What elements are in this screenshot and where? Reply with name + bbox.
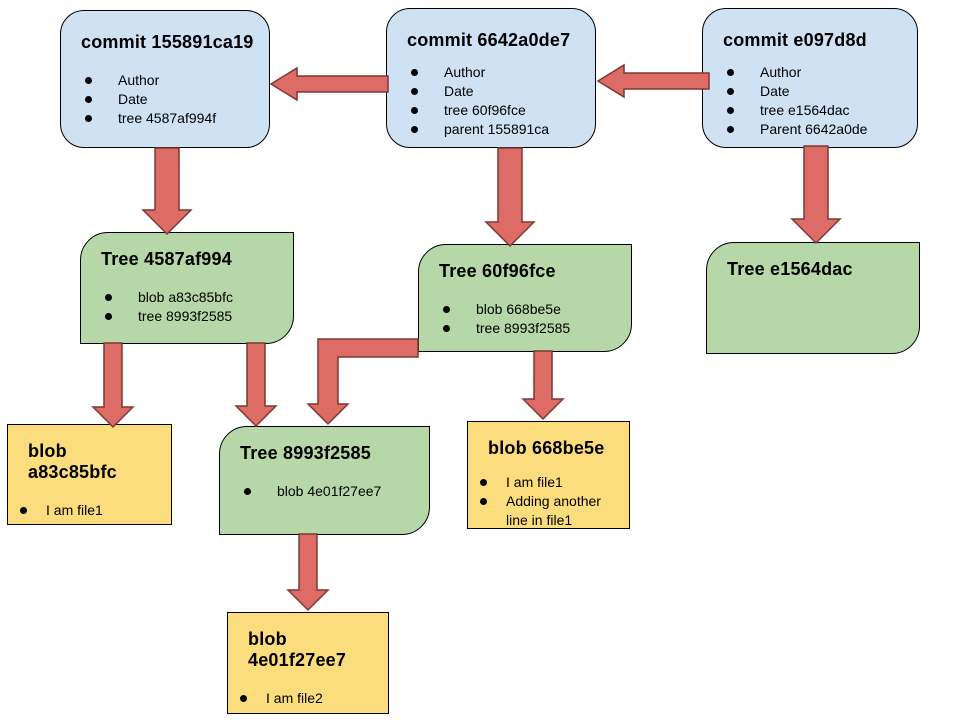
list-item: Date [83, 90, 263, 109]
list-item: Adding another line in file1 [478, 492, 623, 530]
list-item: parent 155891ca [409, 120, 589, 139]
node-attributes: Author Date tree 60f96fce parent 155891c… [387, 63, 595, 139]
list-item: tree 4587af994f [83, 109, 263, 128]
node-attributes: Author Date tree 4587af994f [61, 71, 269, 128]
node-title: Tree 4587af994 [101, 249, 232, 269]
arrow-tree2-to-blob2-icon [521, 350, 565, 421]
list-item: I am file2 [238, 689, 382, 708]
list-item: Author [409, 63, 589, 82]
list-item: Author [725, 63, 911, 82]
list-item: tree 60f96fce [409, 101, 589, 120]
node-blob-668be5e: blob 668be5e I am file1 Adding another l… [467, 421, 630, 529]
node-blob-a83c85bfc: blob a83c85bfc I am file1 [7, 424, 172, 525]
node-attributes: I am file2 [228, 689, 388, 708]
node-title: blob a83c85bfc [28, 441, 117, 482]
list-item: blob 668be5e [441, 300, 625, 319]
node-title: Tree 8993f2585 [240, 443, 371, 463]
node-title: blob 668be5e [488, 438, 605, 458]
node-attributes: Author Date tree e1564dac Parent 6642a0d… [703, 63, 917, 139]
node-attributes: I am file1 [8, 501, 171, 520]
node-blob-4e01f27ee7: blob 4e01f27ee7 I am file2 [227, 612, 389, 714]
node-title: commit e097d8d [723, 30, 867, 50]
list-item: Author [83, 71, 263, 90]
list-item: I am file1 [478, 473, 623, 492]
arrow-commit2-to-commit1-icon [269, 66, 389, 102]
node-title: Tree e1564dac [727, 259, 853, 279]
node-tree-4587af994: Tree 4587af994 blob a83c85bfc tree 8993f… [80, 232, 294, 344]
arrow-commit2-to-tree2-icon [484, 147, 536, 248]
node-commit-6642a0de7: commit 6642a0de7 Author Date tree 60f96f… [386, 8, 596, 148]
arrow-commit1-to-tree1-icon [141, 147, 193, 236]
arrow-commit3-to-commit2-icon [596, 63, 710, 99]
arrow-tree4-to-blob3-icon [286, 533, 330, 612]
node-attributes: blob a83c85bfc tree 8993f2585 [81, 288, 293, 326]
list-item: tree 8993f2585 [441, 319, 625, 338]
node-attributes: blob 4e01f27ee7 [220, 482, 429, 501]
node-commit-155891ca19: commit 155891ca19 Author Date tree 4587a… [60, 10, 270, 148]
list-item: Date [409, 82, 589, 101]
node-attributes: I am file1 Adding another line in file1 [468, 473, 629, 530]
node-attributes: blob 668be5e tree 8993f2585 [419, 300, 631, 338]
node-title: commit 6642a0de7 [407, 30, 571, 50]
arrow-tree2-to-tree4-elbow-icon [306, 338, 419, 426]
list-item: blob 4e01f27ee7 [242, 482, 423, 501]
list-item: blob a83c85bfc [103, 288, 287, 307]
node-tree-60f96fce: Tree 60f96fce blob 668be5e tree 8993f258… [418, 244, 632, 352]
list-item: tree 8993f2585 [103, 307, 287, 326]
list-item: tree e1564dac [725, 101, 911, 120]
list-item: Date [725, 82, 911, 101]
node-tree-8993f2585: Tree 8993f2585 blob 4e01f27ee7 [219, 426, 430, 535]
node-title: commit 155891ca19 [81, 32, 254, 52]
arrow-tree1-to-tree4-icon [234, 342, 278, 428]
arrow-commit3-to-tree3-icon [790, 145, 842, 245]
list-item: I am file1 [18, 501, 165, 520]
node-commit-e097d8d: commit e097d8d Author Date tree e1564dac… [702, 8, 918, 148]
list-item: Parent 6642a0de [725, 120, 911, 139]
arrow-tree1-to-blob1-icon [91, 342, 135, 429]
node-tree-e1564dac: Tree e1564dac [706, 242, 920, 354]
node-title: Tree 60f96fce [439, 261, 556, 281]
node-title: blob 4e01f27ee7 [248, 629, 347, 670]
